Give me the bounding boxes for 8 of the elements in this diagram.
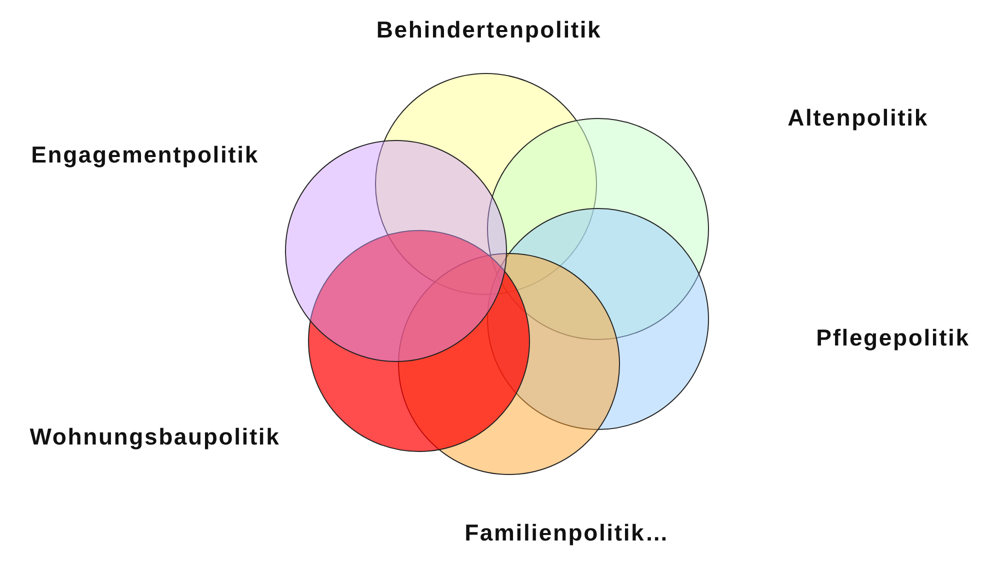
category-label: Behindertenpolitik [376, 16, 602, 44]
category-label: Pflegepolitik [816, 324, 970, 352]
category-label: Familienpolitik… [464, 520, 670, 546]
category-label: Altenpolitik [788, 104, 928, 132]
circle [308, 230, 530, 452]
category-label: Wohnungsbaupolitik [30, 424, 280, 450]
category-label: Engagementpolitik [31, 142, 259, 168]
circle [285, 140, 507, 362]
